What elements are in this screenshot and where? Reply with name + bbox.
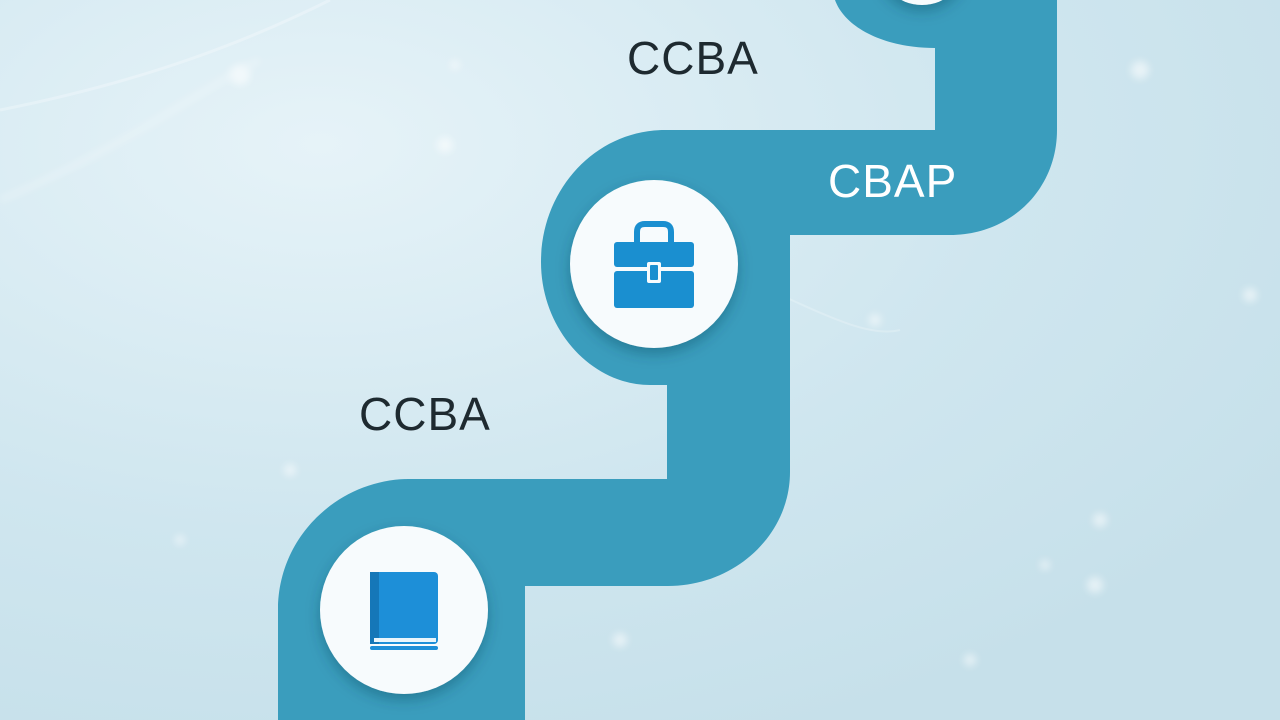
roadmap-path <box>278 0 1057 720</box>
book-icon <box>370 572 438 650</box>
ccba-label-top: CCBA <box>627 32 759 84</box>
toolbox-icon <box>614 221 694 308</box>
ccba-label-middle: CCBA <box>359 388 491 440</box>
top-step-circle <box>901 0 943 5</box>
top-step-notch <box>835 0 935 48</box>
cbap-label: CBAP <box>828 155 958 207</box>
